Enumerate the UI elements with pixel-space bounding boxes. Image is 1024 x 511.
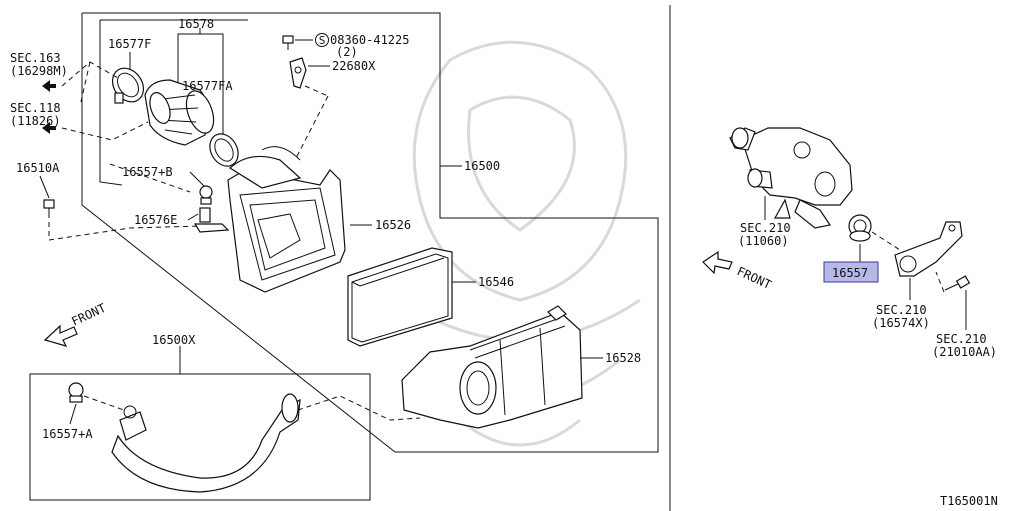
label-16500: 16500 — [464, 159, 500, 173]
label-16500X: 16500X — [152, 333, 196, 347]
duct-16500X — [111, 393, 301, 493]
air-flow-meter-16578 — [144, 79, 215, 146]
label-16528: 16528 — [605, 351, 641, 365]
label-16578: 16578 — [178, 17, 214, 31]
label-sec210-c-ref: (21010AA) — [932, 345, 997, 359]
label-front-right: FRONT — [735, 264, 774, 292]
label-16557B: 16557+B — [122, 165, 173, 179]
bolt-16510A — [43, 199, 55, 218]
dash-duct — [297, 395, 421, 421]
label-16526: 16526 — [375, 218, 411, 232]
sensor-22680X — [289, 57, 307, 89]
diagram-code: T165001N — [940, 494, 998, 508]
label-16557A: 16557+A — [42, 427, 93, 441]
highlight-box-16557[interactable] — [823, 261, 879, 283]
label-bolt-qty: (2) — [336, 45, 358, 59]
dash-16557 — [871, 231, 901, 251]
grommet-16557B — [199, 185, 213, 205]
label-16510A: 16510A — [16, 161, 60, 175]
dash-sec163-b — [79, 61, 91, 107]
dash-sec163 — [61, 61, 119, 87]
screw-s-symbol-icon — [315, 33, 329, 47]
bracket-16574X — [894, 221, 963, 277]
label-sec210-a-ref: (11060) — [738, 234, 789, 248]
water-outlet-housing — [729, 127, 853, 229]
label-16576E: 16576E — [134, 213, 177, 227]
dash-sensor-2 — [294, 95, 329, 161]
label-16546: 16546 — [478, 275, 514, 289]
front-arrow-icon — [43, 324, 78, 347]
clamp-16577F — [111, 67, 145, 104]
leader-16510A — [39, 175, 50, 199]
inner-outline — [99, 20, 123, 186]
label-16577FA: 16577FA — [182, 79, 233, 93]
label-sec210-c: SEC.210 — [936, 332, 987, 346]
bracket-16578 — [177, 33, 224, 44]
bolt-21010AA — [944, 275, 971, 291]
bracket-16576E — [193, 207, 230, 233]
leader-16576E — [187, 213, 199, 221]
dash-sec118 — [61, 121, 149, 141]
label-sec163-ref: (16298M) — [10, 64, 68, 78]
dash-16510A — [48, 222, 201, 241]
label-bolt-code: 08360-41225 — [330, 33, 409, 47]
front-arrow-icon — [702, 250, 733, 275]
label-16577F: 16577F — [108, 37, 151, 51]
front-arrow-icon — [42, 122, 56, 134]
label-sec163: SEC.163 — [10, 51, 61, 65]
label-front-left: FRONT — [69, 301, 108, 329]
label-16557-highlight[interactable]: 16557 — [832, 266, 868, 280]
label-sec210-b: SEC.210 — [876, 303, 927, 317]
label-sec210-a: SEC.210 — [740, 221, 791, 235]
thermostat-gasket-16557 — [848, 214, 872, 242]
label-22680X: 22680X — [332, 59, 376, 73]
bolt-08360 — [282, 35, 294, 50]
dash-16557A — [83, 395, 125, 411]
air-cleaner-upper-16526 — [227, 146, 346, 293]
assembly-16500-outline — [81, 12, 659, 453]
dash-21010AA — [935, 271, 945, 293]
clamp-16577FA — [209, 133, 239, 167]
front-arrow-icon — [42, 80, 56, 92]
filter-element-16546 — [347, 247, 453, 347]
grommet-16557A — [68, 382, 84, 403]
leader-16557A — [69, 403, 77, 425]
duct-16500X-box — [29, 373, 371, 501]
label-sec118-ref: (11826) — [10, 114, 61, 128]
screw-s-letter: S — [319, 34, 326, 47]
leader-16557B — [189, 171, 205, 187]
label-sec118: SEC.118 — [10, 101, 61, 115]
label-sec210-b-ref: (16574X) — [872, 316, 930, 330]
dash-sensor — [304, 85, 329, 97]
air-cleaner-lower-16528 — [401, 305, 583, 429]
